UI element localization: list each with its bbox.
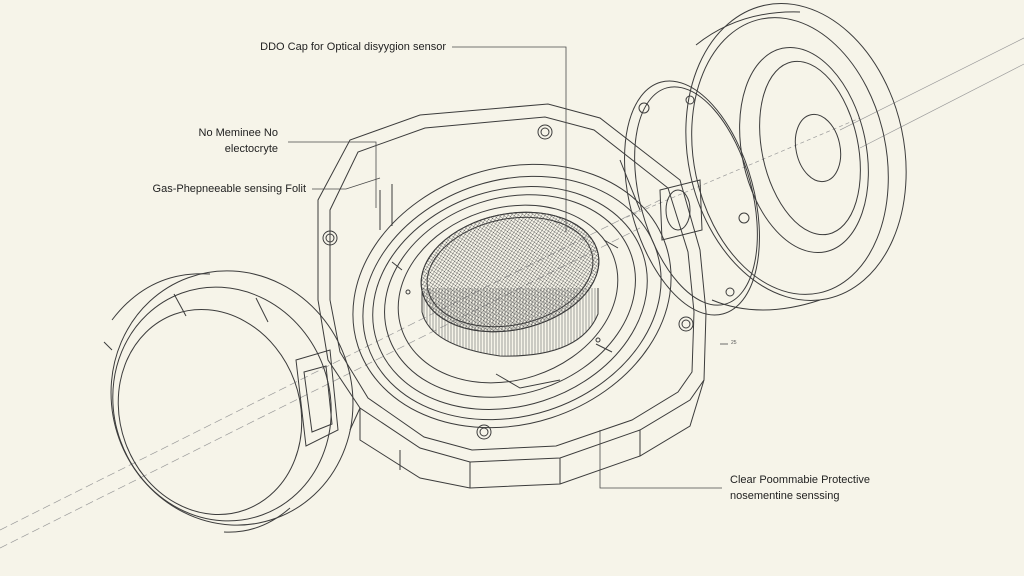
- outer-cover-ring: [685, 3, 907, 311]
- callout-cap-label: DDO Cap for Optical disyygion sensor: [260, 41, 446, 53]
- callout-protective-line1: Clear Poommabie Protective: [730, 474, 871, 486]
- small-mark: 25: [731, 340, 737, 346]
- callout-foil-label: Gas-Phepneeable sensing Folit: [152, 183, 306, 195]
- leader-lines: [288, 46, 728, 489]
- sensing-foil-puck: [420, 211, 600, 357]
- retaining-ring: [103, 270, 354, 533]
- callout-membrane-line2: electocryte: [224, 143, 278, 155]
- callout-protective-line2: nosementine senssing: [730, 490, 840, 502]
- protective-disc: [624, 80, 760, 316]
- callout-membrane-line1: No Meminee No: [198, 127, 278, 139]
- sensor-housing: [317, 103, 707, 489]
